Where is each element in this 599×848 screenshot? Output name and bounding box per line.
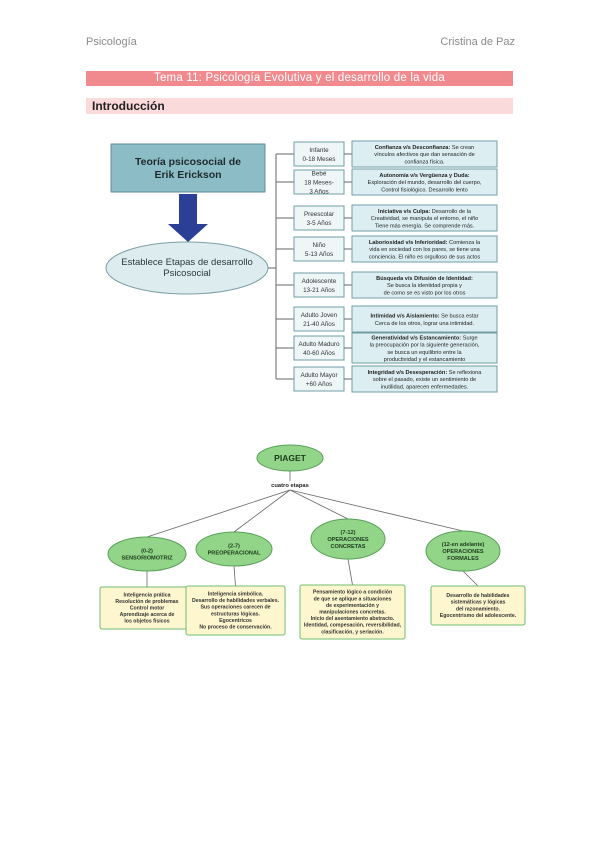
stage-desc-box (351, 235, 498, 263)
piaget-branch (146, 489, 291, 538)
stage-desc-box (351, 168, 498, 196)
stage-age-box (293, 272, 345, 298)
stage-desc-box (351, 271, 498, 299)
stage-desc-box (351, 140, 498, 168)
stage-desc-text: Integridad v/s Desesperación: Se reflexi… (368, 370, 483, 390)
stage-desc-text: Búsqueda v/s Difusión de Identidad:Se bu… (376, 276, 473, 296)
stage-desc-box (351, 332, 498, 364)
piaget-stage-desc-text: Inteligencia simbólica.Desarrollo de hab… (192, 592, 280, 631)
erikson-title-box (110, 143, 266, 193)
stage-desc-box (351, 204, 498, 232)
piaget-stage-desc-box (185, 585, 286, 636)
piaget-desc-link (462, 570, 479, 587)
piaget-stage-node (310, 518, 386, 560)
piaget-desc-link (233, 565, 236, 587)
stage-desc-text: Autonomía v/s Vergüenza y Duda:Exploraci… (368, 173, 482, 193)
page-title: Tema 11: Psicología Evolutiva y el desar… (86, 71, 513, 86)
piaget-stage-label: (0-2)SENSORIOMOTRIZ (122, 549, 174, 562)
piaget-stage-node (425, 530, 501, 572)
piaget-desc-link (347, 558, 353, 586)
piaget-stage-desc-box (299, 584, 406, 640)
stage-desc-text: Intimidad v/s Aislamiento: Se busca esta… (371, 314, 479, 327)
piaget-root-text: PIAGET (274, 453, 306, 463)
down-arrow-icon (168, 194, 208, 242)
piaget-stage-label: (2-7)PREOPERACIONAL (208, 544, 261, 557)
stage-desc-box (351, 365, 498, 393)
header-author: Cristina de Paz (440, 36, 515, 48)
piaget-connector-text: cuatro etapas (271, 483, 309, 489)
section-heading: Introducción (86, 98, 513, 114)
piaget-stage-node (195, 531, 273, 567)
stage-age-box (293, 236, 345, 262)
stage-age-box (293, 306, 345, 332)
stage-desc-box (351, 305, 498, 333)
piaget-branch (289, 489, 349, 520)
stage-age-box (293, 335, 345, 361)
piaget-stage-desc-box (430, 585, 526, 626)
piaget-stage-node (107, 536, 187, 572)
header-subject: Psicología (86, 36, 137, 48)
stage-age-text: Adulto Mayor+60 Años (300, 372, 337, 388)
piaget-branch (289, 489, 464, 532)
piaget-diagram: PIAGET cuatro etapas (0-2)SENSORIOMOTRIZ In… (99, 444, 526, 640)
stage-desc-text: Laboriosidad v/s Inferioridad: Comienza … (369, 240, 481, 260)
piaget-branch (233, 489, 291, 533)
